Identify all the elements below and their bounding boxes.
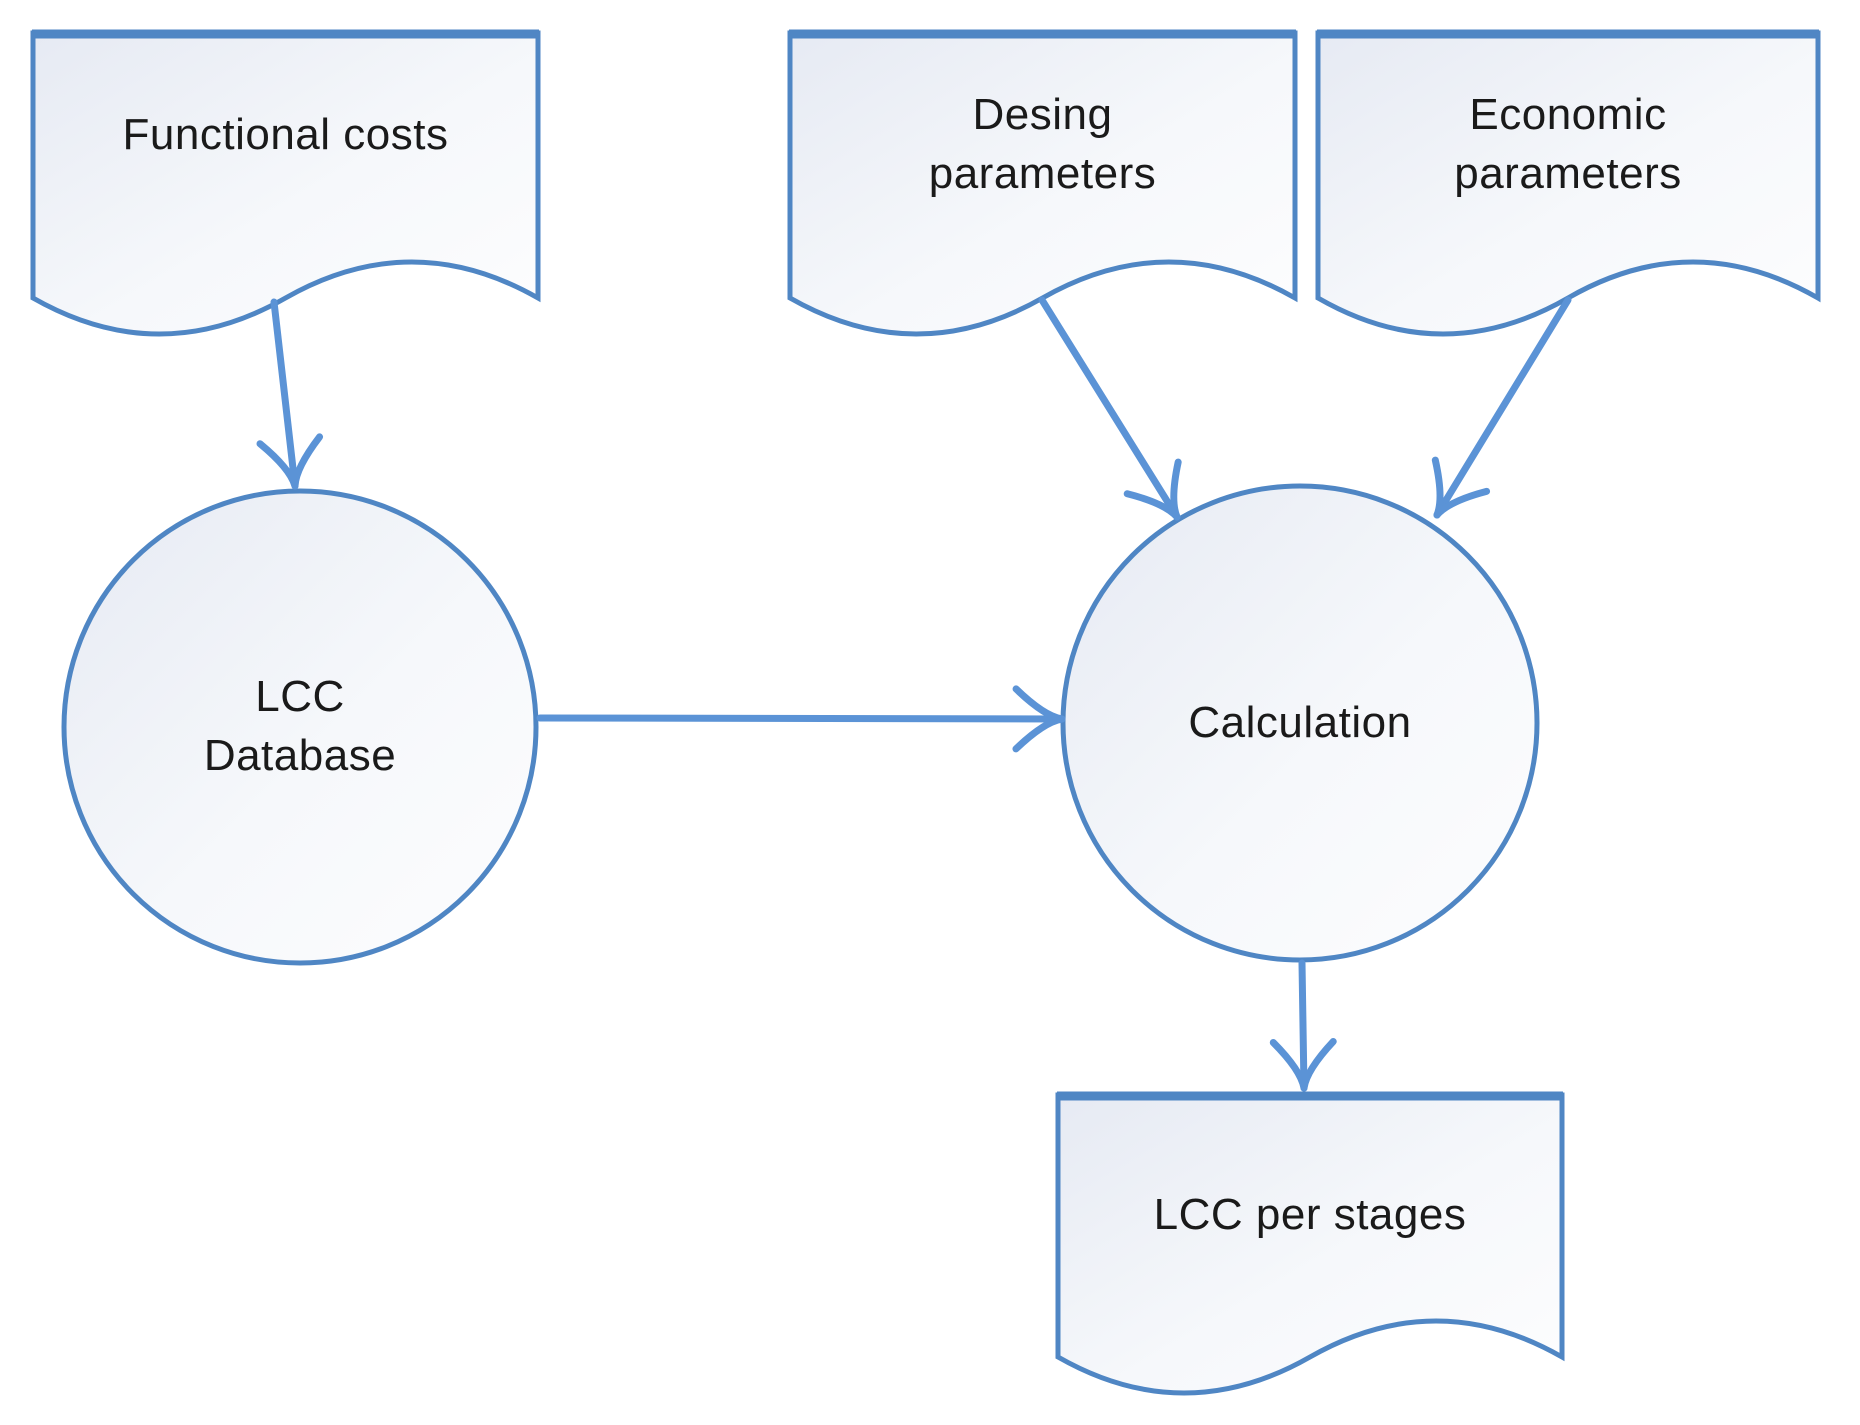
arrow-functional-costs-to-lcc-database [256, 298, 324, 490]
arrow-desing-parameters-to-calculation [1038, 296, 1182, 521]
arrow-economic-parameters-to-calculation [1431, 296, 1572, 519]
arrow-calculation-to-lcc-per-stages [1269, 959, 1337, 1092]
circle-shape-lcc-database [61, 488, 539, 966]
arrow-lcc-database-to-calculation [536, 685, 1066, 753]
document-shape-economic-parameters [1315, 30, 1821, 337]
document-shape-desing-parameters [787, 30, 1298, 337]
document-shape-lcc-per-stages [1055, 1092, 1565, 1396]
circle-shape-calculation [1060, 483, 1540, 963]
document-shape-functional-costs [30, 30, 541, 337]
